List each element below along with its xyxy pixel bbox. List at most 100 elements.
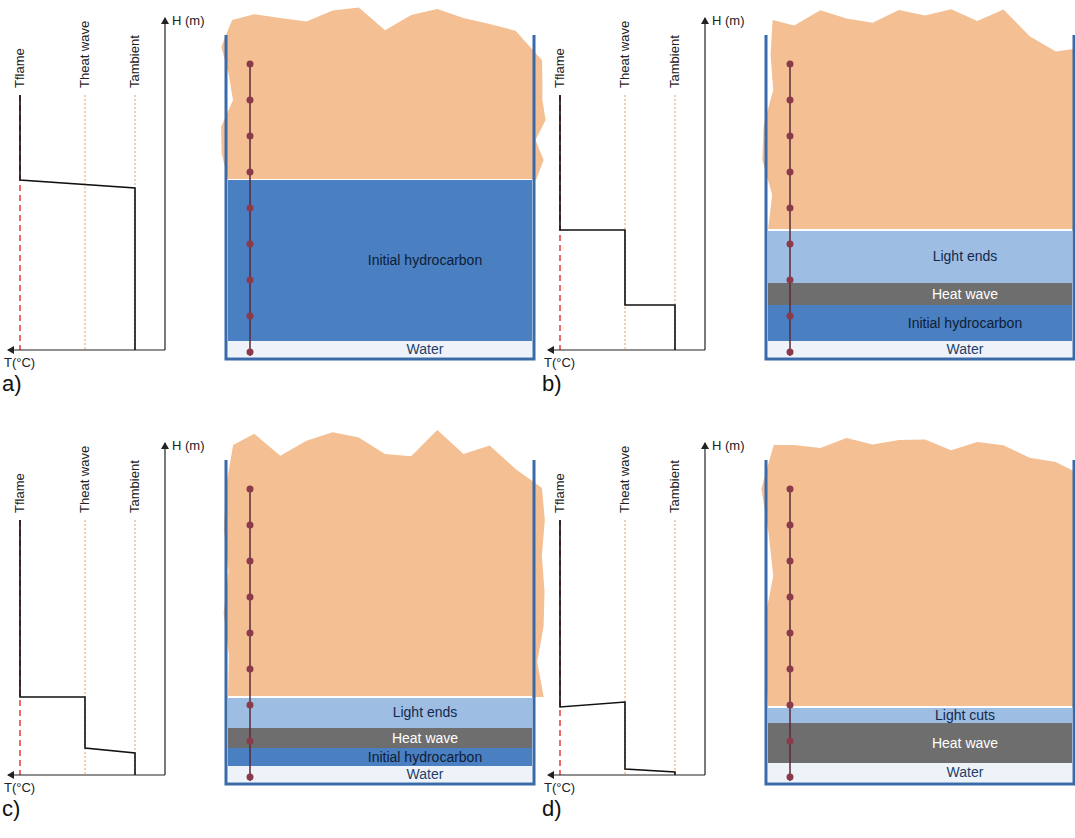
layer-label: Initial hydrocarbon (368, 750, 482, 765)
thermocouple-point (787, 349, 794, 356)
axis-label: Theat wave (618, 446, 632, 513)
temperature-profile (20, 95, 135, 350)
liquid-layer: Heat wave (768, 283, 1072, 305)
flame (762, 9, 1075, 230)
axis-label: H (m) (712, 14, 745, 28)
t-axis (548, 774, 705, 775)
axis-label: Tambient (128, 460, 142, 513)
axis-label: H (m) (712, 439, 745, 453)
thermocouple-point (787, 774, 794, 781)
thermocouple-point (247, 277, 254, 284)
liquid-layer: Heat wave (768, 723, 1072, 763)
thermocouple-point (787, 522, 794, 529)
liquid-layer: Water (768, 341, 1072, 357)
thermocouple-point (247, 522, 254, 529)
liquid-layer: Initial hydrocarbon (228, 748, 532, 766)
flame (221, 7, 545, 180)
axis-label: Tambient (668, 35, 682, 88)
axis-label: Tambient (128, 35, 142, 88)
thermocouple-point (247, 205, 254, 212)
axis-label: Tflame (553, 473, 567, 513)
thermocouple-point (247, 349, 254, 356)
layer-fill (768, 723, 1072, 763)
layer-fill (228, 341, 532, 357)
thermocouple-point (247, 630, 254, 637)
flame-base (228, 696, 532, 698)
layer-label: Light ends (393, 705, 458, 720)
axis-label: H (m) (172, 14, 205, 28)
thermocouple-point (247, 241, 254, 248)
layer-fill (228, 697, 532, 728)
h-axis (704, 18, 705, 350)
layer-label: Initial hydrocarbon (908, 316, 1022, 331)
theatwave-line (625, 95, 626, 350)
layer-fill (228, 748, 532, 766)
axis-label: Tambient (668, 460, 682, 513)
flame (761, 438, 1075, 707)
liquid-layer: Initial hydrocarbon (768, 305, 1072, 341)
panel-letter: a) (2, 372, 22, 396)
layer-label: Water (947, 342, 984, 357)
liquid-layer: Initial hydrocarbon (228, 180, 532, 341)
layer-fill (768, 763, 1072, 782)
panel-letter: c) (2, 797, 20, 821)
liquid-layer: Water (768, 763, 1072, 782)
layer-fill (768, 305, 1072, 341)
thermocouple-point (787, 630, 794, 637)
axis-label: H (m) (172, 439, 205, 453)
thermocouple-point (787, 169, 794, 176)
tambient-line (135, 520, 136, 775)
liquid-layer: Light ends (228, 697, 532, 728)
thermocouple-point (787, 241, 794, 248)
thermocouple-point (787, 313, 794, 320)
liquid-layer: Heat wave (228, 728, 532, 748)
thermocouple-point (787, 666, 794, 673)
liquid-layer: Water (228, 341, 532, 357)
axis-label: Tflame (13, 48, 27, 88)
temperature-profile (560, 95, 675, 350)
thermocouple-point (247, 702, 254, 709)
thermocouple-point (247, 97, 254, 104)
layer-fill (768, 341, 1072, 357)
thermocouple-point (787, 61, 794, 68)
axis-label: T(°C) (4, 356, 35, 370)
axis-label: T(°C) (4, 781, 35, 795)
layer-label: Initial hydrocarbon (368, 253, 482, 268)
thermocouple-point (247, 558, 254, 565)
thermocouple-point (787, 277, 794, 284)
layer-label: Light ends (933, 249, 998, 264)
temperature-profile (560, 520, 675, 775)
layer-fill (768, 230, 1072, 283)
h-axis (164, 18, 165, 350)
axis-label: T(°C) (544, 781, 575, 795)
tambient-line (675, 520, 676, 775)
panel-letter: b) (542, 372, 562, 396)
thermocouple-point (787, 558, 794, 565)
t-axis (548, 349, 705, 350)
layer-label: Water (407, 342, 444, 357)
tank-wall (226, 35, 534, 359)
t-axis (8, 349, 165, 350)
layer-label: Water (947, 765, 984, 780)
flame-base (768, 706, 1072, 708)
layer-label: Heat wave (392, 731, 458, 746)
thermocouple-point (247, 666, 254, 673)
h-axis (704, 443, 705, 775)
tank-wall (766, 460, 1074, 784)
layer-label: Water (407, 767, 444, 782)
layer-fill (768, 283, 1072, 305)
layer-label: Heat wave (932, 287, 998, 302)
theatwave-line (85, 95, 86, 350)
flame (224, 430, 545, 697)
axis-label: Theat wave (618, 21, 632, 88)
tank-wall (766, 35, 1074, 359)
axis-label: Theat wave (78, 21, 92, 88)
axis-label: Tflame (13, 473, 27, 513)
thermocouple-point (787, 738, 794, 745)
h-axis (164, 443, 165, 775)
thermocouple-point (787, 702, 794, 709)
thermocouple-point (247, 313, 254, 320)
thermocouple-point (247, 594, 254, 601)
axis-label: Tflame (553, 48, 567, 88)
